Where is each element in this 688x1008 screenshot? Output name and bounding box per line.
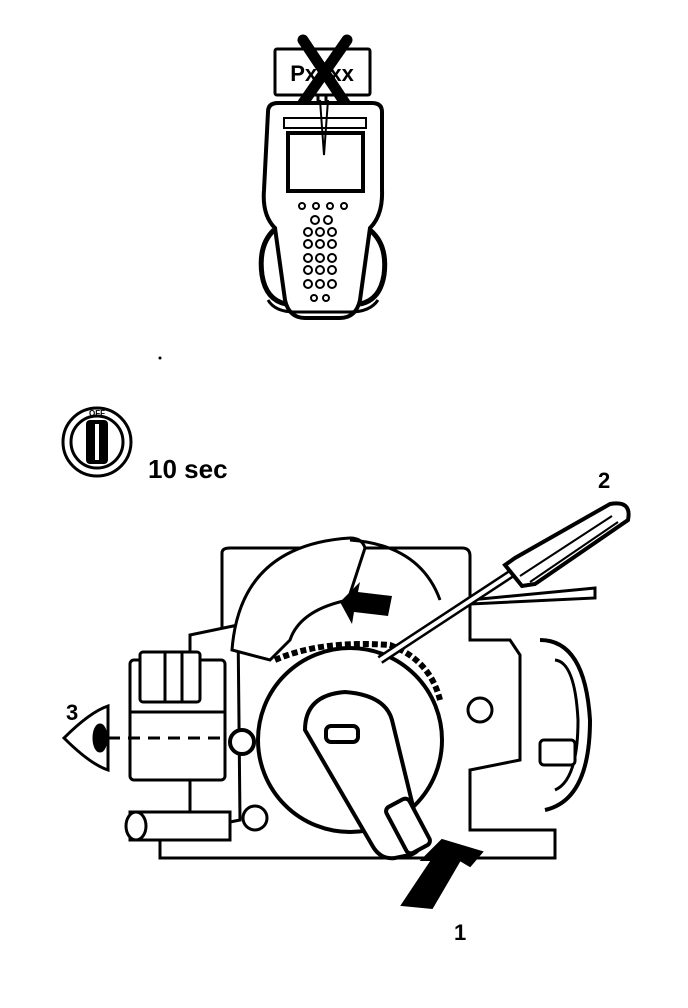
push-arrow-icon (400, 838, 484, 910)
screwdriver-icon (377, 501, 631, 664)
cross-out-icon (297, 34, 353, 109)
scan-tool: Pxxxx (258, 34, 388, 320)
ignition-switch: OFF (61, 406, 133, 478)
ignition-off-label: OFF (89, 409, 105, 418)
direction-arrow-icon (340, 582, 392, 624)
callout-3: 3 (66, 700, 78, 725)
stray-dot (158, 356, 162, 360)
tps-connector (128, 650, 227, 782)
throttle-cam (230, 536, 442, 662)
callout-2: 2 (598, 468, 610, 493)
throttle-lever (228, 641, 444, 861)
duration-label: 10 sec (148, 454, 228, 484)
callout-1: 1 (454, 920, 466, 945)
keypad (298, 202, 348, 302)
